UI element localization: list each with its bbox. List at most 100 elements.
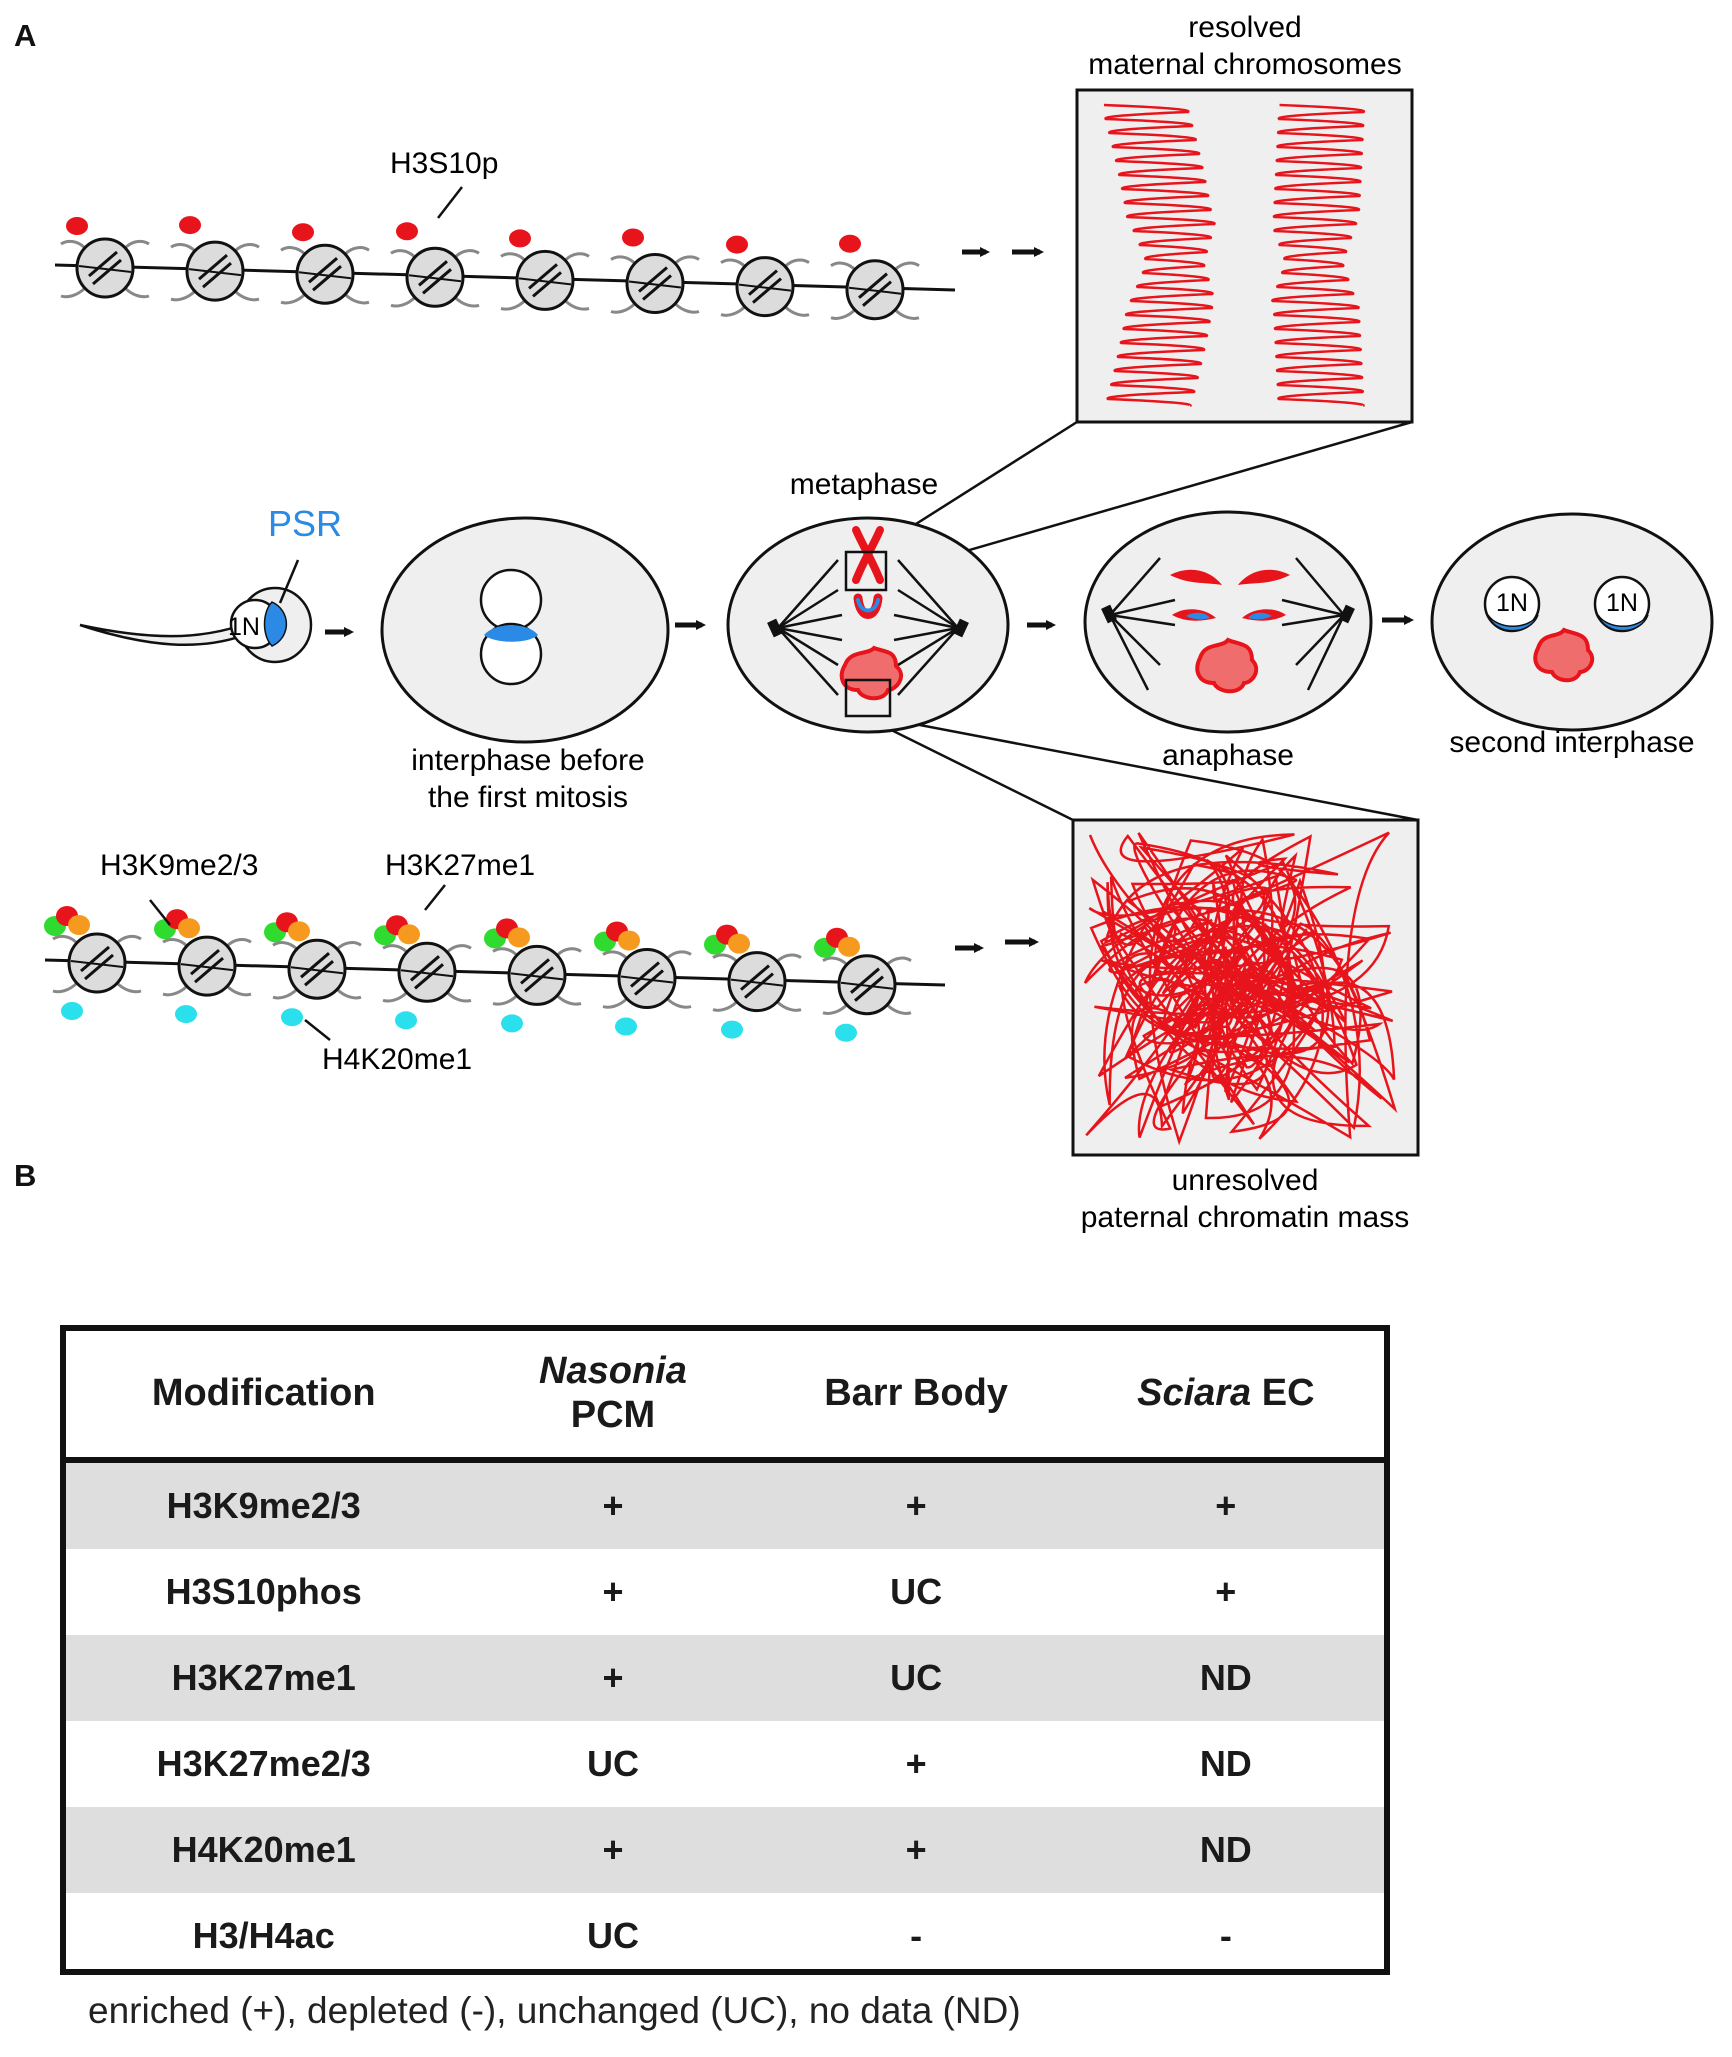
h3s10p-mark [622,228,644,247]
header-modification: Modification [66,1331,462,1463]
h3k27-mark [728,933,750,954]
nucleosome [602,948,692,1009]
panel-b-letter: B [14,1158,37,1193]
h3s10p-mark [839,234,861,253]
h3k27-mark [68,915,90,935]
h4k20-label: H4K20me1 [322,1043,472,1076]
table-cell: UC [890,1571,943,1612]
h3k9-pointer [149,899,171,926]
panel-a-letter: A [14,18,37,53]
h3s10p-mark [726,235,748,254]
metaphase-cell: metaphase [726,468,1056,734]
h3k27-mark [618,930,640,951]
table-cell: ND [1199,1743,1252,1784]
second-interphase-nucleus-2: 1N [1606,589,1638,617]
nucleosome [830,259,920,321]
header-sciara-ec: Sciara EC [1067,1331,1384,1463]
h3s10p-mark [396,222,418,241]
centrosome-left [767,618,783,638]
h3k27-mark [508,927,530,948]
psr-chromosome [263,601,288,647]
table-cell: + [1215,1571,1237,1612]
header-barr-body: Barr Body [764,1331,1068,1463]
paternal-chromatin-tangle [1083,831,1398,1146]
paternal-chromatin-strands [1083,831,1398,1146]
nucleosome [492,944,582,1006]
modification-cell: H4K20me1 [66,1807,462,1893]
h3k27-mark [838,936,860,957]
top-nucleosome-strand: H3S10p [54,147,1044,321]
zoom-box-top [844,550,888,592]
psr-chromatin [484,625,538,642]
maternal-chromatid-right [1271,103,1366,408]
nucleosome [712,951,802,1013]
table-cell: + [461,1807,765,1893]
zoom-box-bottom [844,678,892,718]
h3s10p-mark [509,229,531,248]
maternal-chromatid-coils [1103,103,1366,408]
h3s10p-mark [179,216,201,235]
modification-cell: H3K27me1 [66,1635,462,1721]
table-cell: ND [1067,1807,1384,1893]
table-cell: ND [1067,1635,1384,1721]
maternal-chromatid-left [1103,103,1216,408]
table-row: H3S10phos + UC + [66,1549,1384,1635]
anaphase-spindle [1108,557,1346,691]
nucleosome [52,932,142,994]
second-interphase-nucleus-1: 1N [1496,589,1528,617]
centrosome-right [953,618,969,638]
nucleosome [822,954,912,1016]
modification-cell: H3K9me2/3 [66,1460,462,1549]
table-cell: + [764,1460,1068,1549]
nucleosome [60,237,150,299]
maternal-chromosomes-metaphase [852,526,884,619]
h4k20-mark [175,1005,197,1024]
h4k20-mark [835,1023,857,1042]
h3k27-mark [398,924,420,945]
nucleosome [610,253,700,314]
table-row: H4K20me1++ND [66,1807,1384,1893]
table-cell: + [764,1807,1068,1893]
h3k27-label: H3K27me1 [385,849,535,882]
nucleosome [500,249,590,311]
h4k20-mark [395,1011,417,1030]
paternal-chromatin-mass-anaphase [1195,637,1259,694]
nucleosome [390,246,480,308]
top-nucleosomes [60,216,920,321]
h4k20-mark [501,1014,523,1033]
metaphase-label: metaphase [790,468,938,501]
h3s10p-label: H3S10p [390,147,498,180]
table-cell: + [461,1635,765,1721]
table-footnote: enriched (+), depleted (-), unchanged (U… [88,1990,1021,2031]
table-cell: - [910,1915,923,1956]
bottom-nucleosomes [44,906,912,1042]
modification-cell: H3S10phos [165,1571,362,1612]
table-cell: + [602,1571,624,1612]
h4k20-mark [721,1020,743,1039]
table-row: H3K9me2/3+++ [66,1460,1384,1549]
bottom-nucleosome-strand: H3K9me2/3 H3K27me1 H4K20me1 [44,849,1039,1076]
paternal-chromatin-mass-metaphase [839,645,903,701]
anaphase-label: anaphase [1162,739,1294,772]
h3k27-pointer [424,884,446,911]
table-cell: + [1067,1460,1384,1549]
h4k20-pointer [304,1019,331,1041]
h4k20-mark [61,1002,83,1020]
nucleosome [280,243,370,305]
table-cell: UC [764,1635,1068,1721]
table-cell: UC [586,1743,639,1784]
table-cell: + [905,1743,927,1784]
sperm-cell: 1N PSR [79,503,354,664]
nucleosome [272,938,362,1000]
